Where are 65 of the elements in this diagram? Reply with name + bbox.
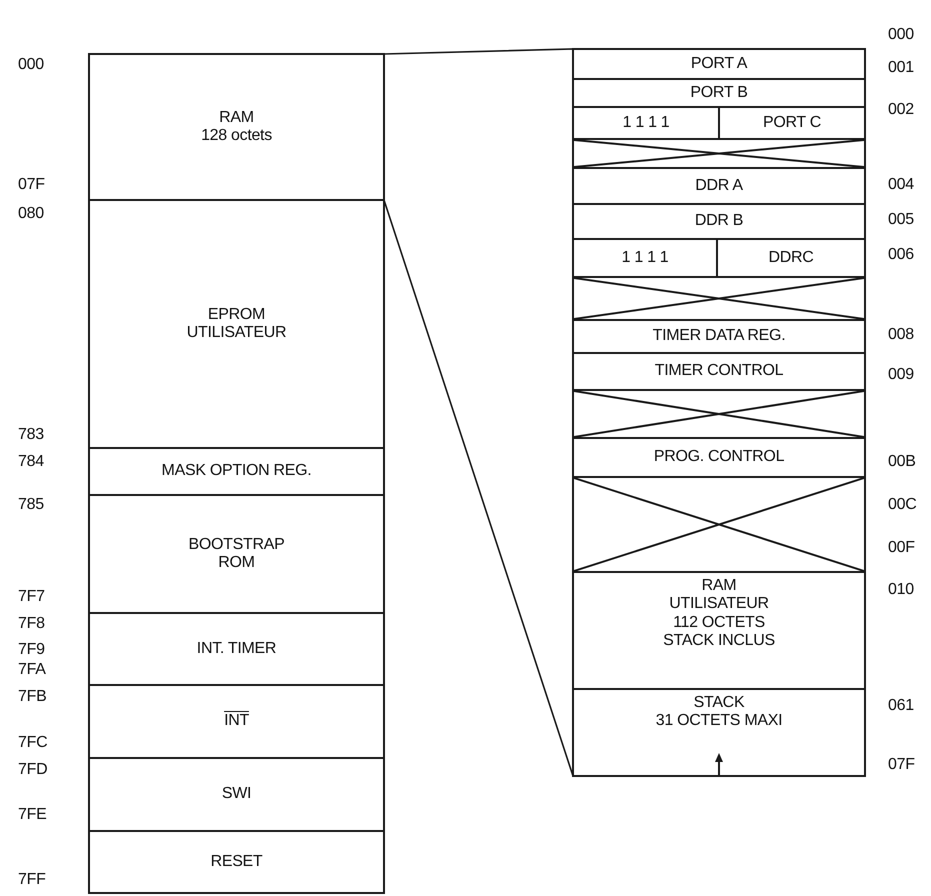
block-label: 1 1 1 1 xyxy=(622,248,668,268)
unused-address-box xyxy=(572,276,866,321)
block-label: STACK xyxy=(694,694,744,712)
memory-block xyxy=(88,830,385,894)
memory-block xyxy=(88,684,385,759)
memory-block xyxy=(88,612,385,686)
address-label: 7FA xyxy=(18,661,46,679)
block-label: DDRC xyxy=(768,248,814,268)
address-label: 005 xyxy=(888,211,914,229)
address-label: 7FC xyxy=(18,734,48,752)
unused-address-box xyxy=(572,476,866,573)
block-label: BOOTSTRAP ROM xyxy=(188,536,286,572)
address-label: 785 xyxy=(18,496,44,514)
address-label: 009 xyxy=(888,366,914,384)
block-label: RESET xyxy=(210,852,262,872)
address-label: 7FF xyxy=(18,871,46,889)
address-label: 006 xyxy=(888,246,914,264)
address-label: 010 xyxy=(888,581,914,599)
address-label: 001 xyxy=(888,59,914,77)
unused-address-box xyxy=(572,138,866,169)
block-label: 1 1 1 1 xyxy=(622,114,670,132)
address-label: 00C xyxy=(888,496,916,514)
memory-block xyxy=(88,53,385,201)
block-label: PORT B xyxy=(690,84,748,102)
memory-block xyxy=(88,494,385,614)
address-label: 7FB xyxy=(18,688,46,706)
block-label: DDR B xyxy=(694,212,744,231)
block-label: DDR A xyxy=(695,176,743,196)
address-label: 7FE xyxy=(18,806,46,824)
address-label: 000 xyxy=(888,26,914,44)
block-label: 128 octets xyxy=(201,127,272,146)
block-label: PROG. CONTROL xyxy=(654,448,784,467)
address-label: 7F8 xyxy=(18,615,45,633)
block-label: MASK OPTION REG. xyxy=(162,462,312,481)
address-label: 061 xyxy=(888,697,914,715)
address-label: 784 xyxy=(18,453,44,471)
address-label: 00F xyxy=(888,539,915,557)
address-label: 7FD xyxy=(18,761,48,779)
zoom-line xyxy=(383,48,574,777)
memory-block xyxy=(88,757,385,832)
memory-block xyxy=(88,447,385,496)
block-label: SWI xyxy=(222,785,252,804)
address-label: 07F xyxy=(18,176,45,194)
block-label: TIMER DATA REG. xyxy=(652,327,786,346)
block-label: RAM xyxy=(219,108,254,127)
address-label: 002 xyxy=(888,101,914,119)
block-label: INT xyxy=(224,712,249,731)
block-label: EPROM UTILISATEUR xyxy=(186,306,288,342)
address-label: 00B xyxy=(888,453,916,471)
address-label: 7F9 xyxy=(18,641,45,659)
block-label: PORT C xyxy=(762,114,822,132)
block-label: 31 OCTETS MAXI xyxy=(656,712,782,731)
unused-address-box xyxy=(572,389,866,439)
memory-block xyxy=(88,199,385,449)
block-label: PORT A xyxy=(690,54,748,74)
address-label: 783 xyxy=(18,426,44,444)
address-label: 008 xyxy=(888,326,914,344)
block-label: INT. TIMER xyxy=(196,640,276,658)
address-label: 000 xyxy=(18,56,44,74)
address-label: 004 xyxy=(888,176,914,194)
address-label: 7F7 xyxy=(18,588,45,606)
block-label: TIMER CONTROL xyxy=(654,362,784,381)
address-label: 07F xyxy=(888,756,915,774)
address-label: 080 xyxy=(18,205,44,223)
block-label: RAM UTILISATEUR 112 OCTETS STACK INCLUS xyxy=(662,577,776,651)
